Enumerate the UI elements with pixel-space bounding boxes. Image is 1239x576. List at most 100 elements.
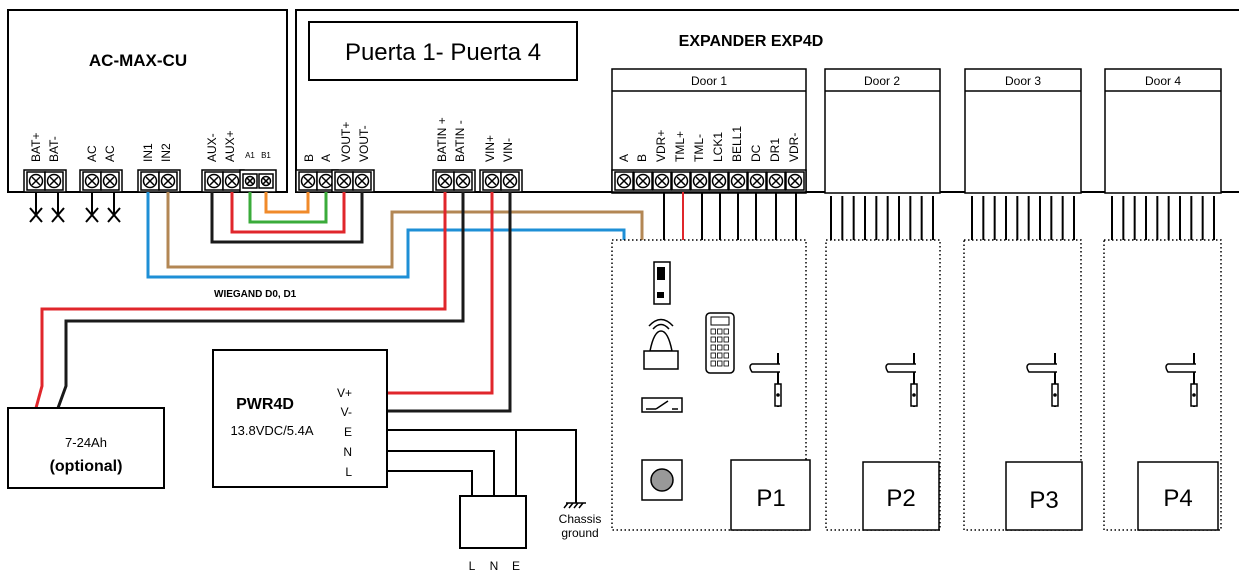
svg-text:E: E xyxy=(512,559,520,573)
ac-max-cu-box xyxy=(7,9,288,193)
door3-label: Door 3 xyxy=(1005,74,1041,88)
terminal-screw xyxy=(614,171,634,191)
terminal-screw xyxy=(482,171,502,191)
door1-field xyxy=(611,239,807,531)
panel-label-p4: P4 xyxy=(1163,485,1192,512)
svg-text:DR1: DR1 xyxy=(768,138,782,162)
svg-text:IN1: IN1 xyxy=(141,143,155,162)
svg-text:A: A xyxy=(617,154,631,162)
svg-text:B: B xyxy=(635,154,649,162)
terminal-screw xyxy=(44,171,64,191)
terminal-screw xyxy=(242,173,258,189)
terminal-screw xyxy=(652,171,672,191)
door4-label: Door 4 xyxy=(1145,74,1181,88)
chassis-ground-label-1: Chassis xyxy=(559,512,602,526)
svg-text:VDR-: VDR- xyxy=(787,133,801,162)
svg-text:VIN+: VIN+ xyxy=(483,135,497,162)
wiegand-label: WIEGAND D0, D1 xyxy=(214,289,297,300)
svg-text:DC: DC xyxy=(749,144,763,162)
battery-capacity: 7-24Ah xyxy=(65,435,107,450)
terminal-screw xyxy=(26,171,46,191)
terminal-screw xyxy=(258,173,274,189)
siren-icon xyxy=(643,318,679,370)
panel-boxes xyxy=(730,459,1219,531)
controller-terminal-labels: BAT+ BAT- AC AC IN1 IN2 AUX- AUX+ B A VO… xyxy=(29,117,515,162)
terminal-screw xyxy=(158,171,178,191)
wiring xyxy=(29,192,1215,509)
note-box-text: Puerta 1- Puerta 4 xyxy=(345,39,541,66)
terminal-screw xyxy=(500,171,520,191)
terminal-screw xyxy=(671,171,691,191)
pwr4d-title: PWR4D xyxy=(236,396,294,413)
pwr4d-terminal-labels: V+ V- E N L xyxy=(337,386,352,479)
door1-terminal-labels: A B VDR+ TML+ TML- LCK1 BELL1 DC DR1 VDR… xyxy=(617,126,801,162)
card-reader-icon xyxy=(653,261,671,305)
terminal-screw xyxy=(100,171,120,191)
svg-text:V+: V+ xyxy=(337,386,352,400)
expander-title: EXPANDER EXP4D xyxy=(679,33,824,50)
svg-text:AUX-: AUX- xyxy=(205,133,219,162)
door-handle-icon xyxy=(1026,353,1059,407)
svg-text:E: E xyxy=(344,425,352,439)
terminal-screw xyxy=(766,171,786,191)
svg-text:BELL1: BELL1 xyxy=(730,126,744,162)
terminal-screw xyxy=(204,171,224,191)
terminal-screw xyxy=(334,171,354,191)
terminal-screw xyxy=(435,171,455,191)
svg-text:AC: AC xyxy=(103,145,117,162)
chassis-ground-label-2: ground xyxy=(561,526,598,540)
terminal-screw xyxy=(690,171,710,191)
svg-text:VOUT-: VOUT- xyxy=(357,125,371,162)
svg-text:VOUT+: VOUT+ xyxy=(339,122,353,162)
door4-box xyxy=(1104,68,1222,194)
door-contact-icon xyxy=(641,397,683,413)
svg-text:N: N xyxy=(490,559,499,573)
terminal-screw xyxy=(352,171,372,191)
svg-text:A: A xyxy=(319,154,333,162)
svg-text:A1: A1 xyxy=(245,151,255,160)
svg-text:VDR+: VDR+ xyxy=(654,130,668,162)
controller-title: AC-MAX-CU xyxy=(89,51,187,70)
pwr4d-box xyxy=(212,349,388,488)
mains-terminal-block xyxy=(459,495,527,549)
door-handles xyxy=(749,353,1198,407)
terminal-screw xyxy=(453,171,473,191)
chassis-ground-icon xyxy=(563,502,586,509)
svg-text:BAT-: BAT- xyxy=(47,136,61,162)
battery-note: (optional) xyxy=(50,458,123,475)
svg-text:LCK1: LCK1 xyxy=(711,132,725,162)
svg-text:AC: AC xyxy=(85,145,99,162)
terminal-screw xyxy=(747,171,767,191)
note-box xyxy=(308,21,578,81)
svg-text:TML+: TML+ xyxy=(673,131,687,162)
terminal-screw xyxy=(298,171,318,191)
door3-box xyxy=(964,68,1082,194)
terminal-screw xyxy=(785,171,805,191)
exit-button-icon xyxy=(641,459,683,501)
pwr4d-rating: 13.8VDC/5.4A xyxy=(230,423,313,438)
keypad-icon xyxy=(705,312,735,374)
svg-text:BATIN -: BATIN - xyxy=(453,120,467,162)
terminal-screw xyxy=(82,171,102,191)
svg-text:VIN-: VIN- xyxy=(501,138,515,162)
door-handle-icon xyxy=(1165,353,1198,407)
panel-label-p2: P2 xyxy=(886,485,915,512)
door-handle-icon xyxy=(885,353,918,407)
panel-label-p3: P3 xyxy=(1029,487,1058,514)
door-handle-icon xyxy=(749,353,782,407)
terminal-screw xyxy=(140,171,160,191)
terminal-screw xyxy=(316,171,336,191)
battery-box xyxy=(7,407,165,489)
terminal-screw xyxy=(633,171,653,191)
door1-label: Door 1 xyxy=(691,74,727,88)
svg-text:BATIN +: BATIN + xyxy=(435,117,449,162)
panel-label-p1: P1 xyxy=(756,485,785,512)
svg-text:L: L xyxy=(345,465,352,479)
door-wire-bundles xyxy=(830,196,1215,240)
rs485-labels: A1 B1 xyxy=(245,151,271,160)
svg-text:B1: B1 xyxy=(261,151,271,160)
terminal-screw xyxy=(709,171,729,191)
svg-text:V-: V- xyxy=(341,405,352,419)
svg-text:BAT+: BAT+ xyxy=(29,133,43,162)
